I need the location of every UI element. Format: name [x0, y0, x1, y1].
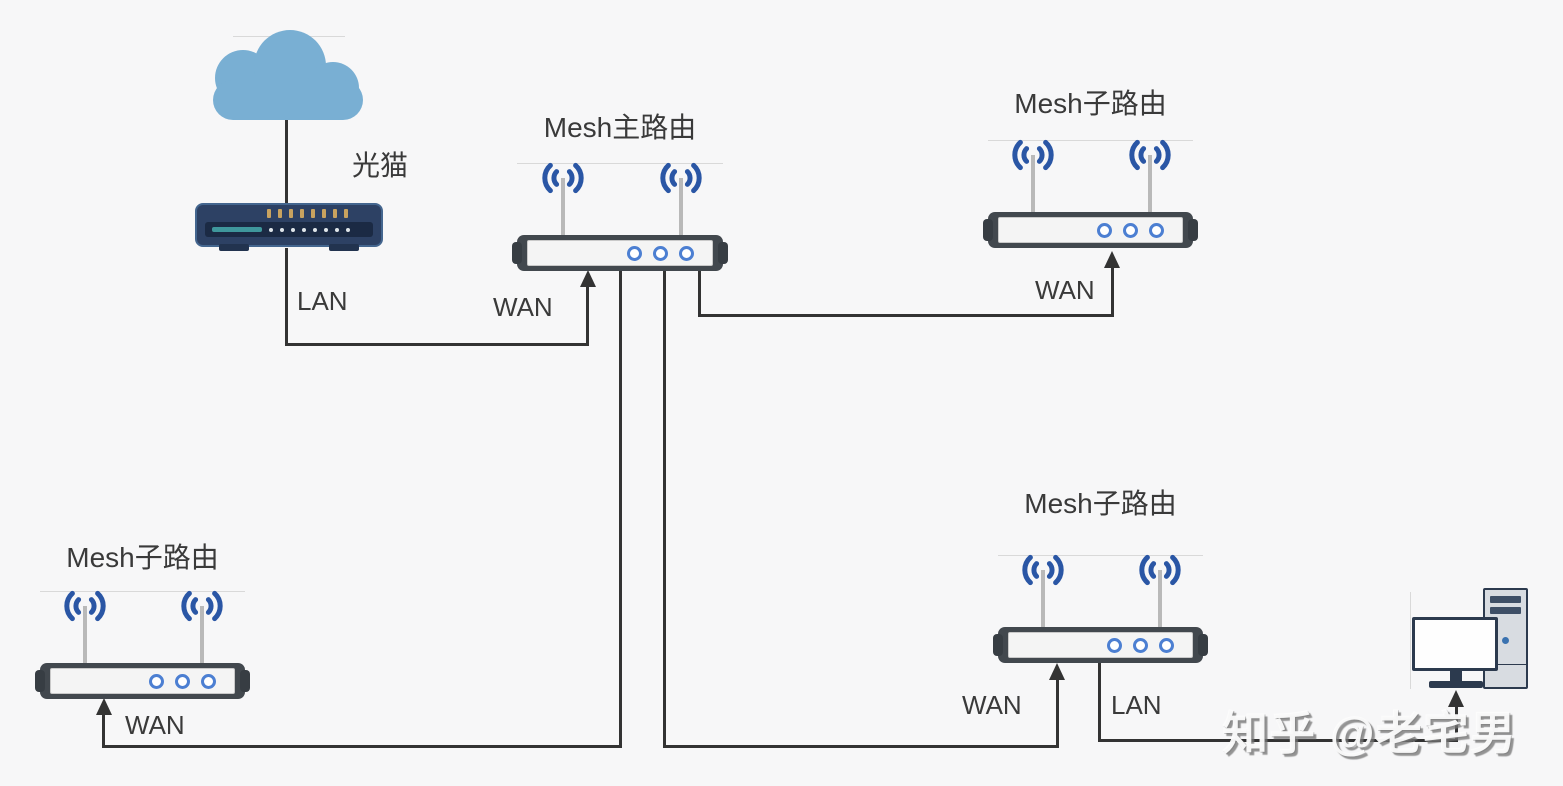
group-guide-line: [517, 163, 723, 164]
indicator-led: [1097, 222, 1112, 238]
cloud-icon: [213, 30, 363, 120]
wifi-signal-icon: [533, 156, 593, 200]
indicator-led: [1133, 637, 1148, 653]
indicator-led: [679, 245, 694, 261]
antenna: [1130, 548, 1190, 627]
arrowhead-main-wan: [580, 270, 596, 287]
group-guide-line: [998, 555, 1203, 556]
wifi-signal-icon: [1013, 548, 1073, 592]
indicator-led: [1107, 637, 1122, 653]
link-bottomleft-horizontal: [102, 745, 622, 748]
indicator-led: [627, 245, 642, 261]
monitor-icon: [1412, 617, 1498, 671]
group-guide-line: [988, 140, 1193, 141]
link-lan-to-computer-horizontal: [1098, 739, 1458, 742]
antenna: [1013, 548, 1073, 627]
router-body: [993, 627, 1208, 663]
power-led: [1502, 637, 1509, 644]
port-label-topright-wan: WAN: [1035, 275, 1095, 305]
wifi-signal-icon: [172, 584, 232, 628]
modem-icon: [195, 203, 383, 251]
wifi-signal-icon: [1120, 133, 1180, 177]
antenna: [533, 156, 593, 235]
sub-router-bottomleft-icon: [35, 584, 250, 699]
antenna: [1003, 133, 1063, 212]
link-main-to-topright-horizontal: [698, 314, 1114, 317]
router-front-panel: [1008, 632, 1193, 658]
sub-router-bottomright-icon: [993, 548, 1208, 663]
modem-status-band: [205, 222, 373, 237]
link-mainrouter-wan-vertical: [586, 286, 589, 346]
link-bottomright-lan-drop: [1098, 662, 1101, 742]
link-bottomleft-wan-vertical: [102, 715, 105, 748]
indicator-led: [1159, 637, 1174, 653]
port-label-main-wan: WAN: [493, 292, 553, 322]
link-main-left-vertical: [619, 270, 622, 748]
arrowhead-bottomright-wan: [1049, 663, 1065, 680]
link-main-to-topright-drop: [698, 270, 701, 317]
monitor-stand: [1450, 670, 1462, 682]
modem-label: 光猫: [352, 150, 409, 181]
indicator-led: [149, 673, 164, 689]
router-body: [35, 663, 250, 699]
router-front-panel: [50, 668, 235, 694]
port-label-modem-lan: LAN: [297, 286, 348, 316]
indicator-led: [653, 245, 668, 261]
link-modem-drop: [285, 248, 288, 346]
indicator-led: [1149, 222, 1164, 238]
link-modem-mainrouter-horizontal: [285, 343, 589, 346]
arrowhead-topright-wan: [1104, 251, 1120, 268]
indicator-led: [175, 673, 190, 689]
link-bottomright-wan-vertical: [1056, 680, 1059, 748]
port-label-bottomright-wan: WAN: [962, 690, 1022, 720]
antenna: [55, 584, 115, 663]
group-guide-line: [1410, 592, 1411, 689]
link-topright-wan-vertical: [1111, 268, 1114, 317]
wifi-signal-icon: [55, 584, 115, 628]
port-label-bottomleft-wan: WAN: [125, 710, 185, 740]
wifi-signal-icon: [1003, 133, 1063, 177]
port-label-bottomright-lan: LAN: [1111, 690, 1162, 720]
antenna: [1120, 133, 1180, 212]
wifi-signal-icon: [651, 156, 711, 200]
monitor-stand-base: [1429, 681, 1483, 688]
router-body: [983, 212, 1198, 248]
antenna: [172, 584, 232, 663]
sub-router-bottomleft-label: Mesh子路由: [66, 542, 219, 573]
sub-router-topright-label: Mesh子路由: [1014, 88, 1167, 119]
link-cloud-modem: [285, 120, 288, 204]
link-bottomright-horizontal: [663, 745, 1059, 748]
arrowhead-computer: [1448, 690, 1464, 707]
indicator-led: [1123, 222, 1138, 238]
arrowhead-bottomleft-wan: [96, 698, 112, 715]
antenna: [651, 156, 711, 235]
main-router-label: Mesh主路由: [543, 112, 697, 143]
router-front-panel: [527, 240, 713, 266]
main-router-icon: [512, 156, 728, 271]
router-front-panel: [998, 217, 1183, 243]
link-main-right-vertical: [663, 270, 666, 748]
link-computer-vertical: [1455, 707, 1458, 742]
sub-router-bottomright-label: Mesh子路由: [1024, 488, 1177, 519]
watermark: 知乎 @老宅男: [1222, 707, 1517, 759]
group-guide-line: [40, 591, 245, 592]
wifi-signal-icon: [1130, 548, 1190, 592]
sub-router-topright-icon: [983, 133, 1198, 248]
indicator-led: [201, 673, 216, 689]
router-body: [512, 235, 728, 271]
